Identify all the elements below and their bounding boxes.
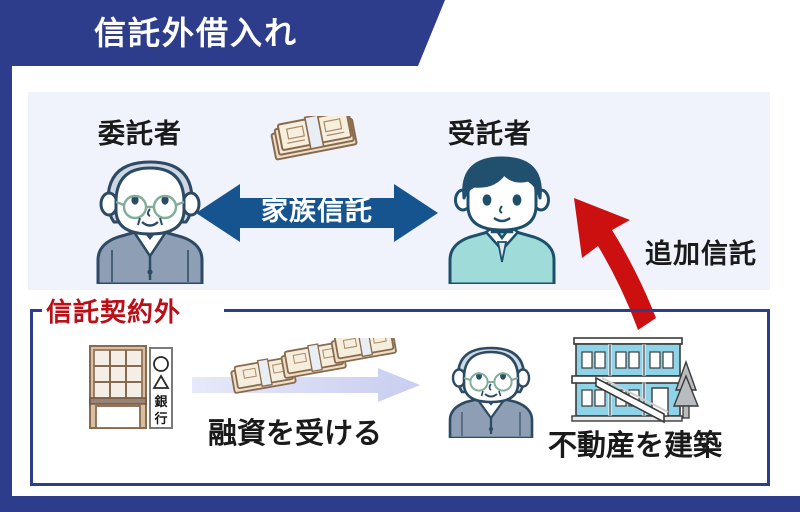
outside-trust-contract-box — [30, 309, 770, 486]
apartment-building-glyph — [571, 337, 700, 424]
double-headed-arrow-icon — [196, 182, 438, 244]
trust-arrow-label: 家族信託 — [261, 196, 373, 227]
svg-text:行: 行 — [153, 411, 167, 427]
trustee-label: 受託者 — [448, 119, 532, 150]
right-gradient-arrow-icon — [192, 368, 420, 402]
money-bundle-glyph — [270, 110, 358, 161]
curved-red-arrow-glyph — [574, 198, 656, 330]
loan-label: 融資を受ける — [208, 416, 383, 450]
trustee-figure — [442, 150, 562, 286]
elderly-man-icon — [448, 346, 534, 440]
money-bundles-glyph — [230, 326, 397, 394]
bank-building-icon: 銀 行 — [82, 338, 180, 436]
settlor-label: 委託者 — [98, 119, 182, 150]
money-bundles-icon — [230, 326, 410, 400]
build-label: 不動産を建築 — [548, 428, 723, 462]
elderly-man-icon — [96, 160, 204, 286]
bank-building-glyph: 銀 行 — [89, 345, 173, 429]
money-bundle-icon — [268, 110, 362, 172]
settlor-figure — [88, 152, 212, 286]
apartment-building-icon — [568, 332, 702, 426]
owner-figure — [442, 340, 540, 440]
svg-text:銀: 銀 — [154, 394, 167, 410]
additional-trust-label: 追加信託 — [645, 239, 757, 270]
box-label-mask — [42, 298, 224, 322]
page-title: 信託外借入れ — [94, 14, 299, 52]
curved-red-arrow-icon — [560, 190, 690, 330]
outside-trust-contract-label: 信託契約外 — [46, 298, 182, 328]
title-banner — [0, 0, 445, 66]
young-man-icon — [448, 156, 556, 286]
frame-left-bar — [0, 0, 12, 512]
double-arrow-glyph — [196, 184, 438, 242]
gradient-arrow-glyph — [192, 368, 420, 402]
frame-bottom-bar — [0, 496, 800, 512]
